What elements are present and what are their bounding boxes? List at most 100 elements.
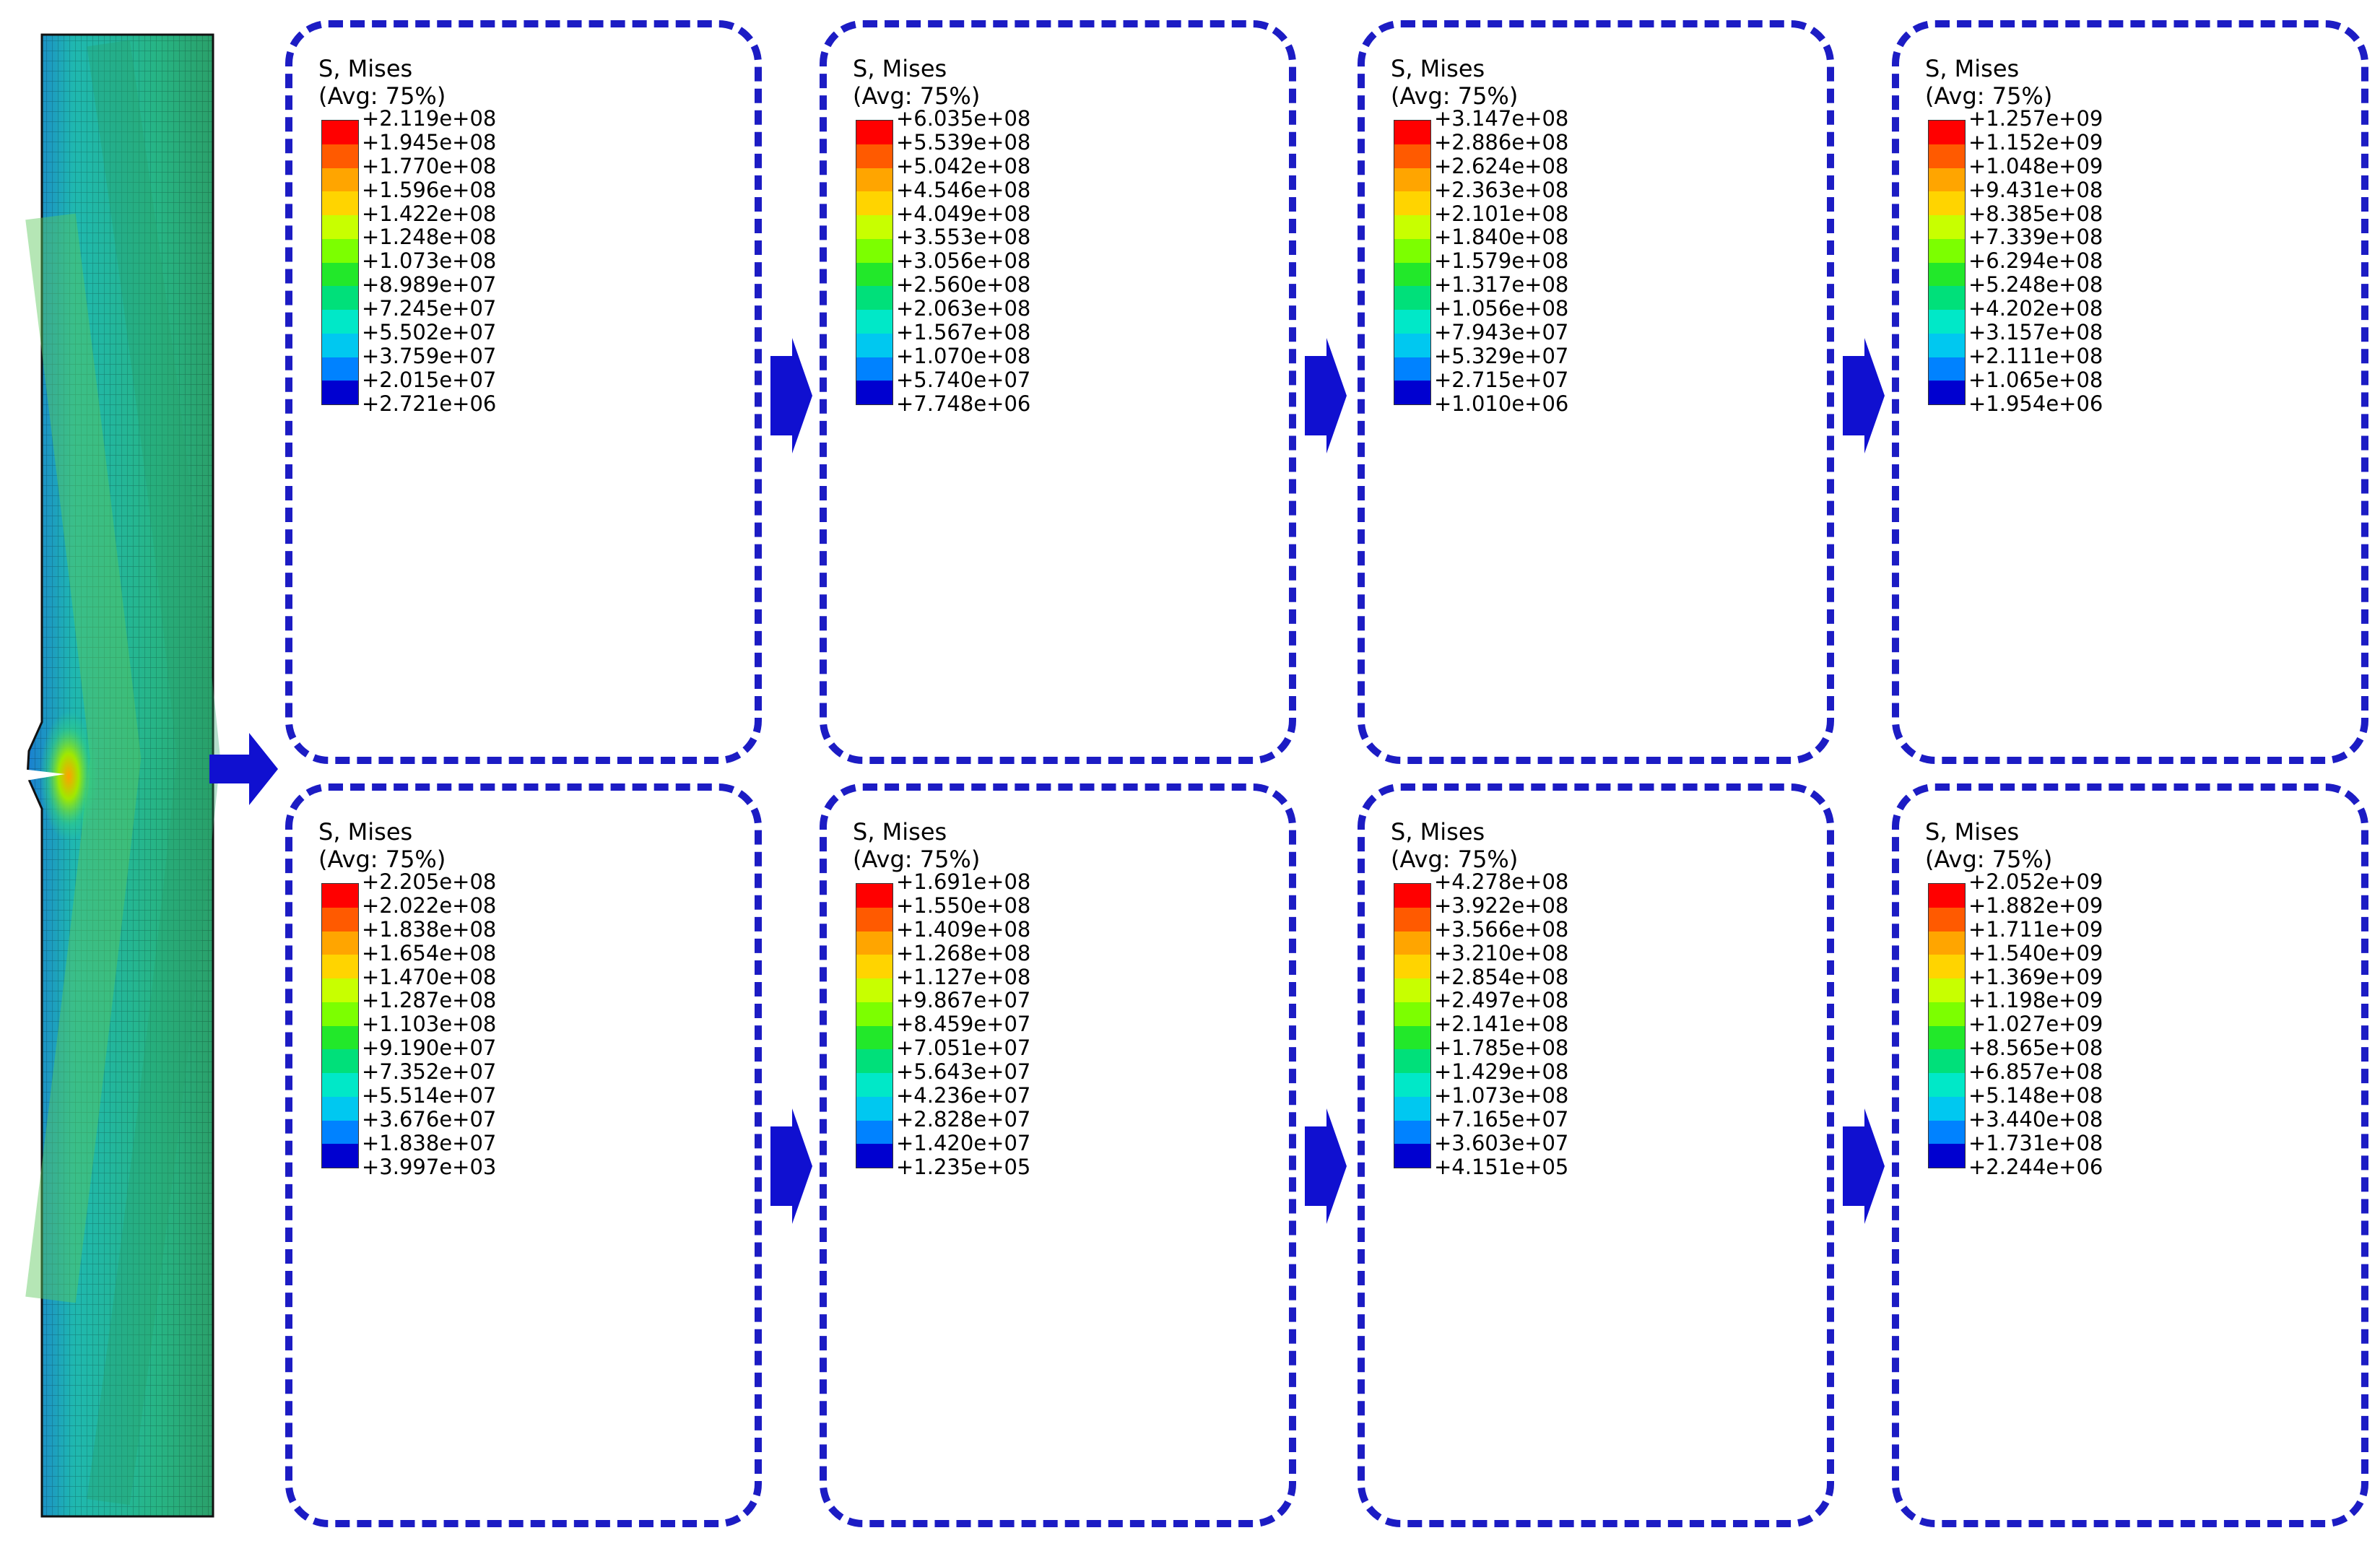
color-bar-band — [1394, 907, 1430, 931]
legend-tick-label: +1.268e+08 — [896, 940, 1031, 965]
legend-tick-label: +3.157e+08 — [1968, 320, 2103, 345]
legend-tick-label: +1.770e+08 — [362, 153, 497, 178]
color-bar-band — [322, 1144, 358, 1168]
color-bar-band — [1929, 310, 1965, 334]
color-bar-band — [856, 238, 892, 263]
legend-tick-label: +2.052e+09 — [1968, 869, 2103, 894]
legend-tick-label: +1.579e+08 — [1434, 248, 1569, 274]
legend-tick-label: +1.945e+08 — [362, 129, 497, 155]
panel-top-3: S, Mises(Avg: 75%)+3.147e+08+2.886e+08+2… — [1358, 20, 1834, 764]
legend-tick-label: +2.828e+07 — [896, 1106, 1031, 1132]
color-bar — [1394, 883, 1431, 1168]
color-bar-band — [856, 955, 892, 978]
contour-legend: +6.035e+08+5.539e+08+5.042e+08+4.546e+08… — [856, 107, 1101, 452]
color-bar-band — [1929, 286, 1965, 310]
color-bar — [1928, 883, 1966, 1168]
panel-top-4: S, Mises(Avg: 75%)+1.257e+09+1.152e+09+1… — [1892, 20, 2368, 764]
legend-tick-label: +4.049e+08 — [896, 201, 1031, 226]
panel-top-2: S, Mises(Avg: 75%)+6.035e+08+5.539e+08+5… — [820, 20, 1296, 764]
legend-tick-label: +1.070e+08 — [896, 343, 1031, 368]
color-bar-band — [856, 191, 892, 215]
color-bar-band — [322, 144, 358, 168]
legend-tick-label: +2.886e+08 — [1434, 129, 1569, 155]
legend-tick-label: +8.385e+08 — [1968, 201, 2103, 226]
color-bar-band — [322, 1096, 358, 1121]
color-bar-band — [856, 1073, 892, 1097]
legend-tick-label: +2.141e+08 — [1434, 1012, 1569, 1037]
legend-tick-label: +4.151e+05 — [1434, 1154, 1569, 1179]
legend-tick-label: +2.244e+06 — [1968, 1154, 2103, 1179]
step-arrow — [1305, 1108, 1347, 1224]
legend-tick-label: +9.431e+08 — [1968, 177, 2103, 202]
color-bar-band — [1929, 121, 1965, 144]
panel-bottom-1: S, Mises(Avg: 75%)+2.205e+08+2.022e+08+1… — [285, 783, 762, 1527]
color-bar-band — [322, 121, 358, 144]
legend-tick-labels: +4.278e+08+3.922e+08+3.566e+08+3.210e+08… — [1434, 870, 1568, 1179]
legend-tick-labels: +2.205e+08+2.022e+08+1.838e+08+1.654e+08… — [362, 870, 496, 1179]
color-bar — [1928, 120, 1966, 405]
color-bar-band — [1394, 286, 1430, 310]
legend-tick-label: +1.257e+09 — [1968, 106, 2103, 131]
legend-tick-label: +2.101e+08 — [1434, 201, 1569, 226]
initial-model — [22, 33, 221, 1518]
legend-title: S, Mises(Avg: 75%) — [318, 55, 446, 110]
panel-bottom-2: S, Mises(Avg: 75%)+1.691e+08+1.550e+08+1… — [820, 783, 1296, 1527]
legend-tick-label: +8.565e+08 — [1968, 1035, 2103, 1061]
legend-tick-labels: +1.691e+08+1.550e+08+1.409e+08+1.268e+08… — [896, 870, 1030, 1179]
legend-tick-label: +1.596e+08 — [362, 177, 497, 202]
color-bar-band — [1929, 907, 1965, 931]
color-bar-band — [1929, 978, 1965, 1002]
legend-tick-label: +1.882e+09 — [1968, 893, 2103, 918]
legend-averaging: (Avg: 75%) — [1391, 846, 1519, 873]
legend-title: S, Mises(Avg: 75%) — [853, 818, 980, 873]
legend-tick-label: +1.010e+06 — [1434, 391, 1569, 416]
legend-tick-label: +2.119e+08 — [362, 106, 497, 131]
legend-tick-label: +5.042e+08 — [896, 153, 1031, 178]
color-bar-band — [1929, 215, 1965, 239]
legend-averaging: (Avg: 75%) — [853, 82, 981, 110]
legend-tick-label: +2.721e+06 — [362, 391, 497, 416]
step-arrow — [770, 338, 812, 453]
contour-legend: +3.147e+08+2.886e+08+2.624e+08+2.363e+08… — [1394, 107, 1639, 452]
color-bar-band — [856, 286, 892, 310]
color-bar-band — [1394, 215, 1430, 239]
legend-tick-label: +2.715e+07 — [1434, 367, 1569, 392]
legend-tick-label: +5.502e+07 — [362, 320, 497, 345]
panel-top-1: S, Mises(Avg: 75%)+2.119e+08+1.945e+08+1… — [285, 20, 762, 764]
legend-variable: S, Mises — [318, 818, 413, 846]
legend-tick-label: +1.048e+09 — [1968, 153, 2103, 178]
color-bar-band — [322, 168, 358, 192]
legend-tick-label: +1.838e+08 — [362, 916, 497, 942]
legend-tick-label: +1.422e+08 — [362, 201, 497, 226]
color-bar-band — [856, 1049, 892, 1073]
contour-legend: +1.257e+09+1.152e+09+1.048e+09+9.431e+08… — [1928, 107, 2173, 452]
color-bar-band — [322, 1073, 358, 1097]
color-bar-band — [1394, 1002, 1430, 1026]
legend-tick-label: +9.867e+07 — [896, 988, 1031, 1013]
color-bar-band — [1929, 955, 1965, 978]
color-bar-band — [1929, 238, 1965, 263]
color-bar-band — [1929, 168, 1965, 192]
color-bar-band — [322, 238, 358, 263]
legend-tick-label: +1.248e+08 — [362, 225, 497, 250]
step-arrow — [770, 1108, 812, 1224]
color-bar-band — [322, 286, 358, 310]
legend-title: S, Mises(Avg: 75%) — [318, 818, 446, 873]
legend-tick-label: +3.147e+08 — [1434, 106, 1569, 131]
legend-tick-label: +2.560e+08 — [896, 272, 1031, 298]
legend-tick-label: +6.857e+08 — [1968, 1059, 2103, 1085]
legend-title: S, Mises(Avg: 75%) — [1391, 818, 1518, 873]
legend-tick-label: +1.056e+08 — [1434, 296, 1569, 321]
color-bar-band — [1394, 1096, 1430, 1121]
color-bar-band — [322, 357, 358, 381]
color-bar-band — [1394, 310, 1430, 334]
legend-tick-labels: +6.035e+08+5.539e+08+5.042e+08+4.546e+08… — [896, 107, 1030, 416]
color-bar-band — [1929, 1073, 1965, 1097]
color-bar-band — [856, 884, 892, 908]
color-bar-band — [322, 333, 358, 357]
legend-tick-label: +2.063e+08 — [896, 296, 1031, 321]
legend-tick-label: +1.470e+08 — [362, 964, 497, 989]
contour-legend: +1.691e+08+1.550e+08+1.409e+08+1.268e+08… — [856, 870, 1101, 1215]
legend-tick-label: +9.190e+07 — [362, 1035, 497, 1061]
legend-tick-label: +1.369e+09 — [1968, 964, 2103, 989]
